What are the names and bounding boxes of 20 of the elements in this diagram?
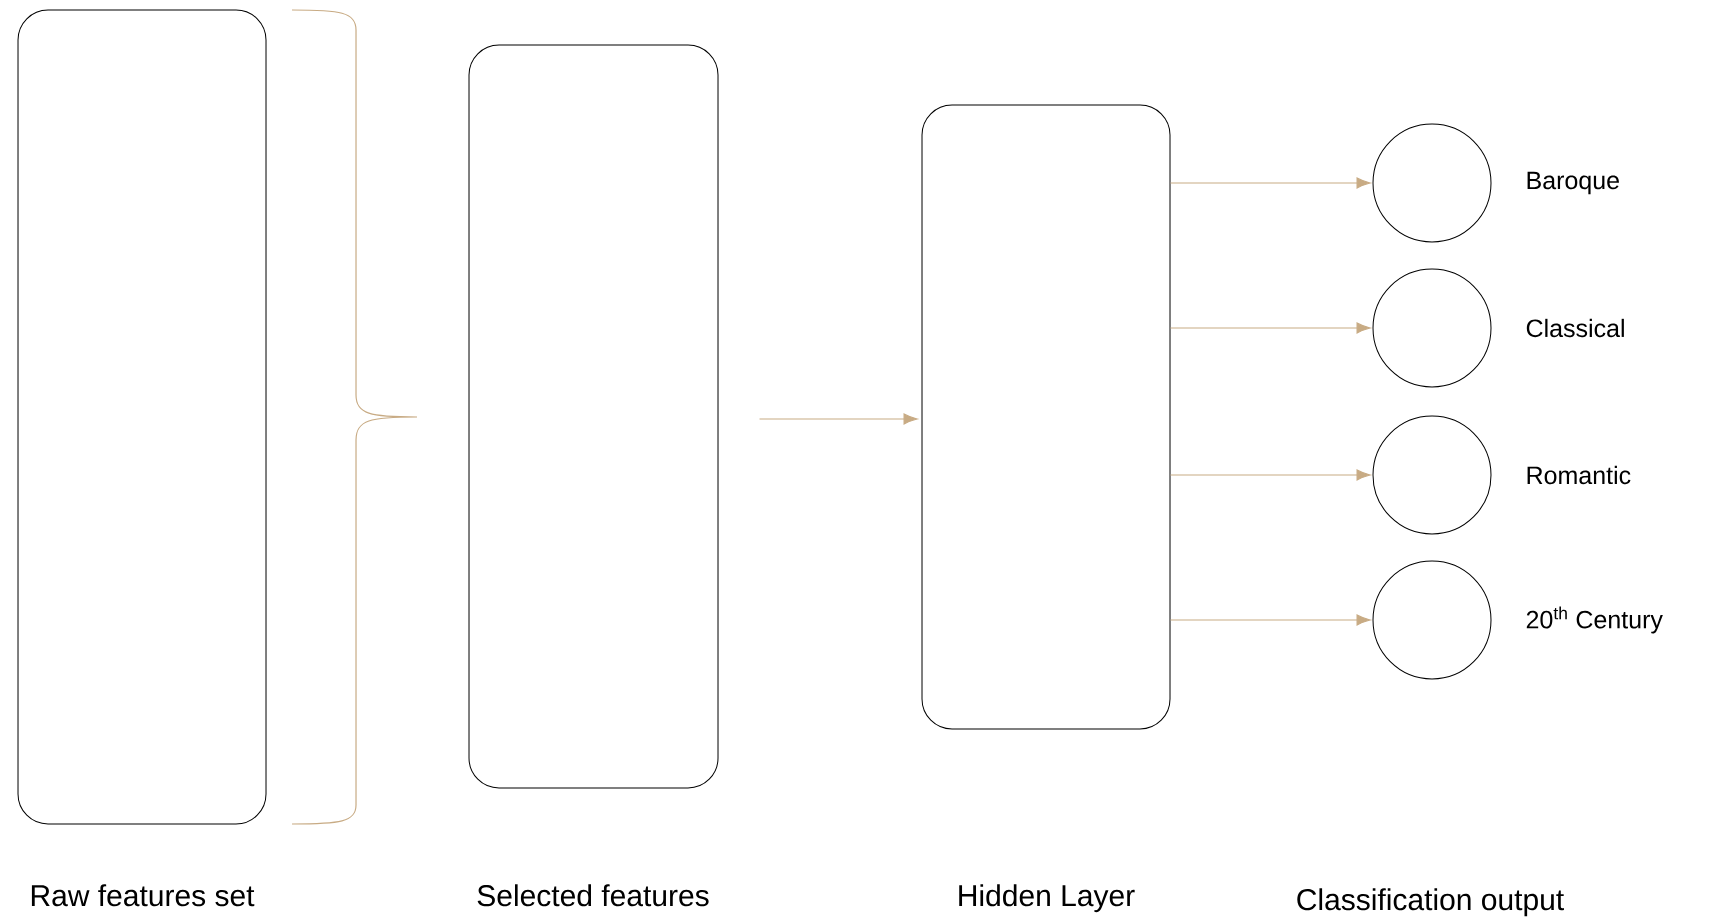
arrow bbox=[1169, 614, 1371, 626]
output-circle bbox=[1372, 268, 1492, 388]
column-label: Selected features bbox=[477, 884, 709, 907]
class-label: Baroque bbox=[1527, 171, 1619, 195]
arrow bbox=[1169, 469, 1371, 481]
column-label: Raw features set bbox=[31, 884, 255, 907]
arrow bbox=[1169, 322, 1371, 334]
column-label: Hidden Layer bbox=[959, 884, 1135, 913]
class-label: Romantic bbox=[1527, 465, 1631, 485]
output-circle bbox=[1372, 415, 1492, 535]
output-circle bbox=[1372, 123, 1492, 243]
layer-box bbox=[921, 104, 1171, 730]
class-label: Classical bbox=[1526, 318, 1624, 338]
class-label: 20$^{th}$ Century bbox=[1526, 606, 1663, 634]
arrow bbox=[758, 413, 918, 425]
output-circle bbox=[1372, 560, 1492, 680]
layer-box bbox=[17, 9, 267, 825]
arrow bbox=[1169, 177, 1371, 189]
layer-box bbox=[468, 44, 719, 789]
column-label: Classification output bbox=[1297, 888, 1564, 917]
